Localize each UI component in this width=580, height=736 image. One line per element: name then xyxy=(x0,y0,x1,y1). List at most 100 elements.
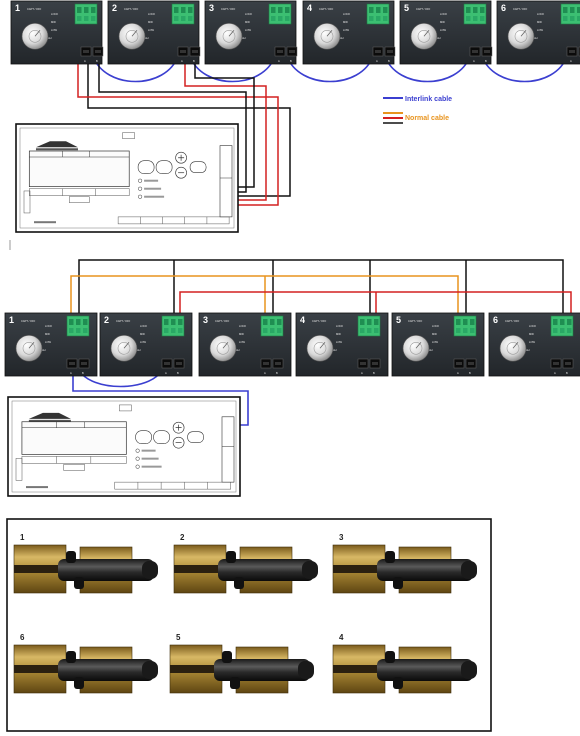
terminal-socket xyxy=(188,16,193,21)
terminal-socket xyxy=(369,16,374,21)
terminal-socket xyxy=(174,16,179,21)
plug-tip xyxy=(298,661,314,679)
housing-groove xyxy=(174,565,226,573)
dial-pointer xyxy=(326,30,333,37)
latch-clip-icon xyxy=(222,651,232,663)
terminal-screw-icon xyxy=(376,7,381,13)
controller-box xyxy=(7,396,241,497)
terminal-socket xyxy=(376,16,381,21)
terminal-socket xyxy=(270,328,275,333)
terminal-screw-icon xyxy=(473,7,478,13)
dial-label: LOCK xyxy=(343,12,350,16)
terminal-socket xyxy=(473,16,478,21)
terminal-screw-icon xyxy=(470,319,475,325)
dial-pointer xyxy=(123,342,130,349)
latch-clip-icon xyxy=(74,577,84,589)
unit-number-label: 5 xyxy=(396,315,401,325)
latch-clip-icon xyxy=(66,551,76,563)
dial-knob-ring xyxy=(125,29,139,43)
dial-label: MID xyxy=(140,332,145,336)
housing-groove xyxy=(14,665,66,673)
rj45-port-contacts xyxy=(569,50,575,53)
lcd-screen xyxy=(28,150,130,187)
status-led-label xyxy=(141,465,162,468)
terminal-screw-icon xyxy=(76,319,81,325)
dial-label: LOCK xyxy=(432,324,439,328)
small-tab xyxy=(69,196,90,203)
terminal-socket xyxy=(480,16,485,21)
port-label: A xyxy=(554,371,556,375)
dial-label: CAPT / OFF xyxy=(21,319,36,323)
brand-logo-bar xyxy=(35,148,78,151)
controller-box xyxy=(15,123,239,233)
rj45-port-contacts xyxy=(275,362,281,365)
dial-label: MID xyxy=(440,20,445,24)
dial-label: LOCK xyxy=(537,12,544,16)
unit-number-label: 5 xyxy=(404,3,409,13)
latch-clip-icon xyxy=(230,677,240,689)
terminal-socket xyxy=(383,16,388,21)
port-label: A xyxy=(165,371,167,375)
dial-label: CAPT / OFF xyxy=(416,7,431,11)
housing-groove xyxy=(14,565,66,573)
connector-plug-icon xyxy=(58,659,154,681)
battery-label: 6 xyxy=(20,633,25,642)
rj45-port-contacts xyxy=(289,50,295,53)
status-led-label xyxy=(144,187,162,190)
dial-label: MID xyxy=(45,332,50,336)
terminal-screw-icon xyxy=(456,319,461,325)
unit-number-label: 6 xyxy=(493,315,498,325)
diagram-top-wires xyxy=(77,20,568,206)
status-led-icon xyxy=(138,186,143,191)
controller-inner-frame xyxy=(11,400,237,493)
terminal-screw-icon xyxy=(171,319,176,325)
dial-label: CAPT / OFF xyxy=(116,319,131,323)
port-label: A xyxy=(70,371,72,375)
battery-connector-6: 6 xyxy=(13,633,158,694)
dial-label: LOCK xyxy=(45,324,52,328)
port-label: B xyxy=(373,371,375,375)
terminal-screw-icon xyxy=(367,319,372,325)
battery-connector-2: 2 xyxy=(173,533,318,594)
dial-pointer xyxy=(34,30,41,37)
rj45-port-contacts xyxy=(484,50,490,53)
plug-tip xyxy=(461,561,477,579)
dial-knob-ring xyxy=(222,29,236,43)
terminal-socket xyxy=(91,16,96,21)
rj45-port-contacts xyxy=(277,50,283,53)
esc-button xyxy=(189,161,207,174)
rj45-port-contacts xyxy=(565,362,571,365)
port-label: A xyxy=(570,59,572,63)
legend-interlink-label: Interlink cable xyxy=(405,96,452,103)
terminal-socket xyxy=(560,328,565,333)
terminal-screw-icon xyxy=(278,7,283,13)
dial-label: LOW xyxy=(537,28,543,32)
dial-knob-ring xyxy=(313,341,327,355)
dial-knob-ring xyxy=(22,341,36,355)
terminal-socket xyxy=(463,328,468,333)
dial-label: HIGH xyxy=(337,36,344,40)
latch-clip-icon xyxy=(74,677,84,689)
housing-groove xyxy=(170,665,222,673)
terminal-screw-icon xyxy=(570,7,575,13)
enter-button xyxy=(153,430,170,444)
unit-number-label: 1 xyxy=(15,3,20,13)
connector-plug-icon xyxy=(377,659,473,681)
diagram-middle-controller xyxy=(7,396,241,497)
dial-knob-ring xyxy=(514,29,528,43)
status-led-label xyxy=(141,449,156,452)
housing-groove xyxy=(333,665,385,673)
dial-label: HIGH xyxy=(39,348,46,352)
dial-label: MID xyxy=(343,20,348,24)
port-label: B xyxy=(388,59,390,63)
dial-knob-ring xyxy=(320,29,334,43)
dial-label: LOW xyxy=(140,340,146,344)
